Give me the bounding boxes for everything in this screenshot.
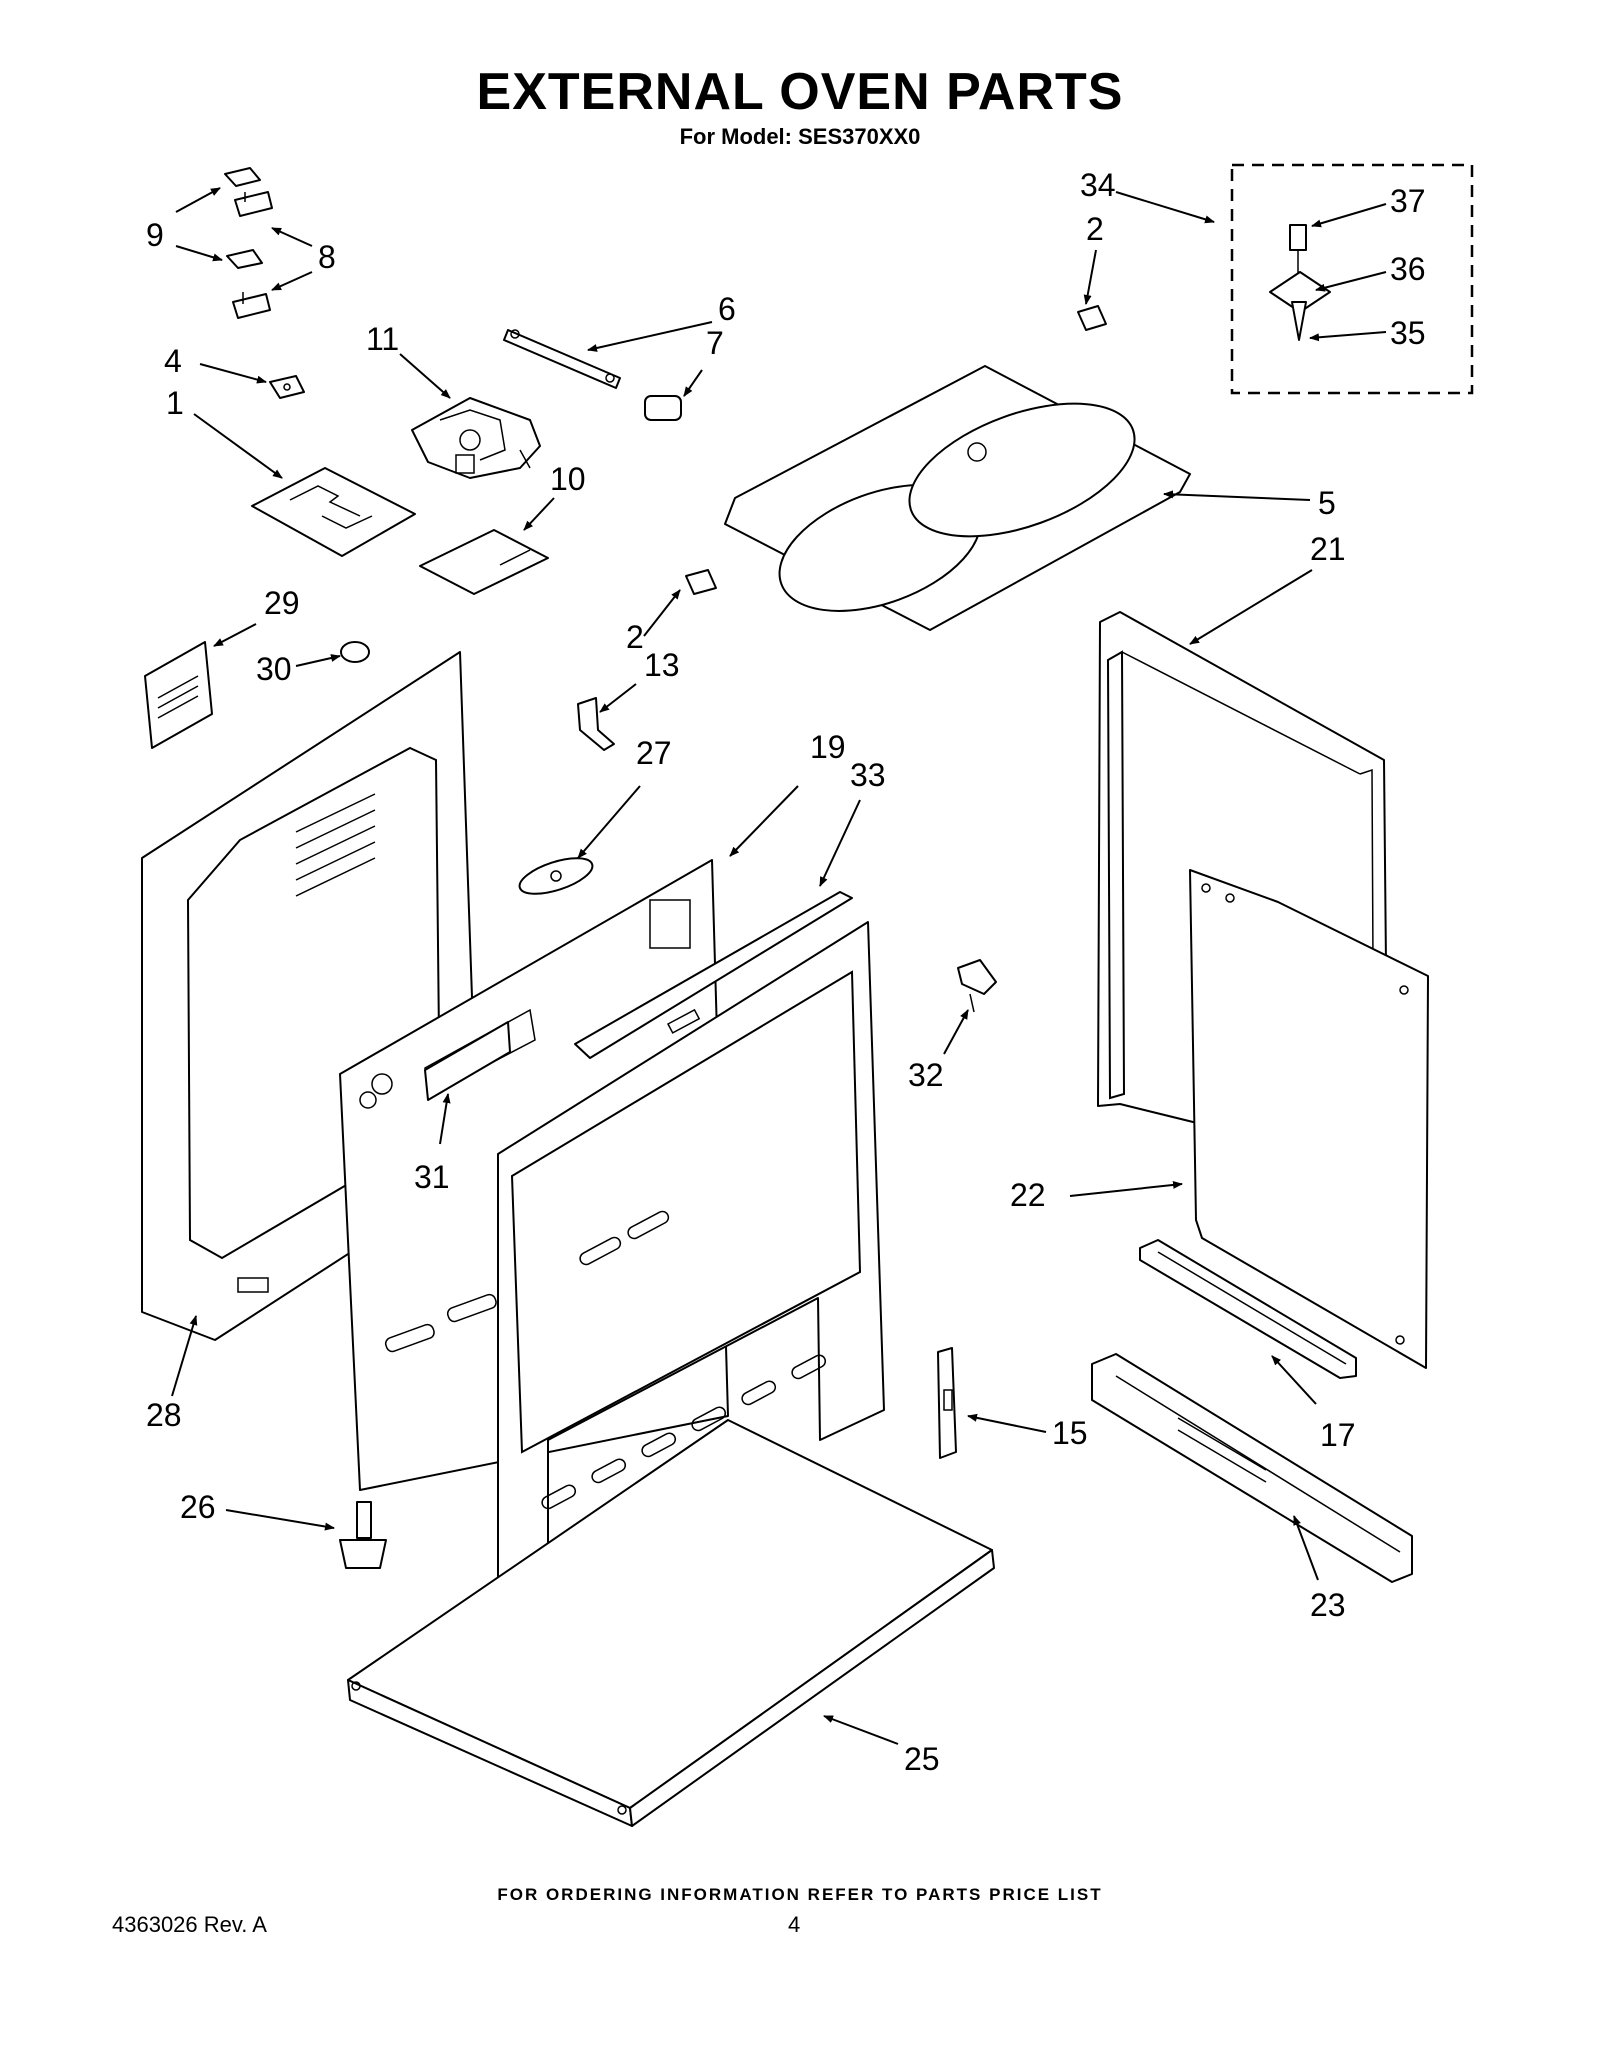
part-26-leveling-leg [339,1501,387,1569]
part-10-bracket [419,529,549,595]
page-number: 4 [788,1912,801,1937]
callout-2-center: 2 [626,619,644,655]
callout-13: 13 [644,647,680,683]
callout-21: 21 [1310,531,1346,567]
callout-26: 26 [180,1489,216,1525]
callout-23: 23 [1310,1587,1346,1623]
callout-6: 6 [718,291,736,327]
callout-4: 4 [164,343,182,379]
part-13-bracket [577,697,615,751]
part-32-clip [957,959,997,1013]
part-2-clip-center [685,569,717,595]
callout-27: 27 [636,735,672,771]
part-25-base-pan [347,1419,995,1827]
callout-35: 35 [1390,315,1426,351]
callout-9-upper: 9 [146,217,164,253]
part-33-trim-strip [574,891,853,1059]
callout-11: 11 [366,321,399,357]
part-17-rail [1139,1239,1357,1379]
callout-19: 19 [810,729,846,765]
part-5-cooktop-panel [724,365,1191,631]
part-9-insulator-upper [224,167,261,187]
callout-30: 30 [256,651,292,687]
callout-28: 28 [146,1397,182,1433]
part-8-switch-upper [234,191,273,217]
part-6-link-rod [503,329,621,389]
part-34-anti-tip-kit [1230,163,1474,395]
part-4-clip [269,375,305,399]
part-31-bracket [424,1021,511,1101]
callout-33: 33 [850,757,886,793]
callout-32: 32 [908,1057,944,1093]
callout-34: 34 [1080,167,1116,203]
callout-10: 10 [550,461,586,497]
part-29-wiring-label [144,641,213,749]
part-7-knob [644,395,682,421]
part-2-clip-right [1077,305,1107,331]
part-8-switch-lower [232,292,271,319]
model-subtitle: For Model: SES370XX0 [679,124,921,149]
callout-5: 5 [1318,485,1336,521]
part-23-kick-rail [1091,1353,1413,1583]
part-1-plate [251,467,416,557]
callout-17: 17 [1320,1417,1356,1453]
leader-lines [171,187,1387,1745]
part-30-wire-clip [340,641,370,663]
callout-31: 31 [414,1159,450,1195]
part-9-insulator-lower [226,249,263,269]
callout-36: 36 [1390,251,1426,287]
callout-numbers: 9 8 4 1 11 6 7 10 34 2 37 36 35 5 21 29 … [146,167,1426,1777]
callout-1: 1 [166,385,184,421]
part-11-lock-assembly [411,397,541,479]
part-22-insulation-panel [1189,869,1429,1369]
callout-8-upper: 8 [318,239,336,275]
page-title: EXTERNAL OVEN PARTS [476,63,1124,121]
callout-2-right: 2 [1086,211,1104,247]
document-number: 4363026 Rev. A [112,1912,267,1937]
callout-15: 15 [1052,1415,1088,1451]
part-27-grommet [518,857,594,895]
callout-37: 37 [1390,183,1426,219]
part-15-bracket [937,1347,957,1459]
callout-7: 7 [706,325,724,361]
callout-22: 22 [1010,1177,1046,1213]
ordering-note: FOR ORDERING INFORMATION REFER TO PARTS … [497,1885,1103,1904]
callout-25: 25 [904,1741,940,1777]
callout-29: 29 [264,585,300,621]
